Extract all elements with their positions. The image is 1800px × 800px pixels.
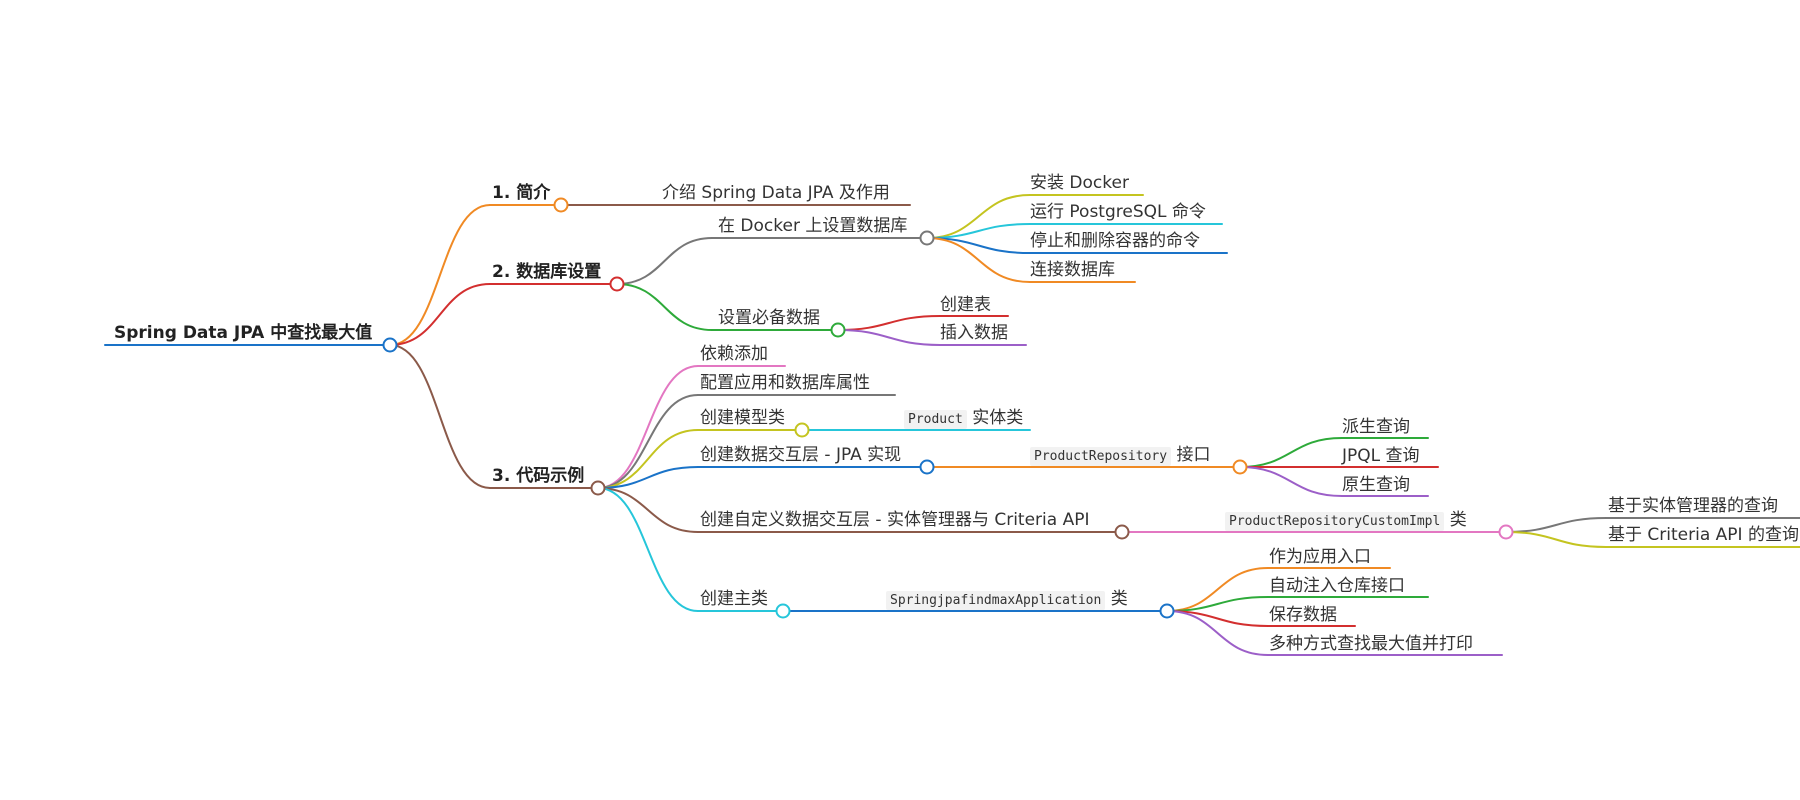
code-product-repository-custom-impl: ProductRepositoryCustomImpl xyxy=(1225,512,1445,531)
connector-model xyxy=(597,429,699,489)
app-class-knob[interactable] xyxy=(1159,603,1175,619)
code-product-repository: ProductRepository xyxy=(1030,447,1172,466)
code-springjpafindmax-application: SpringjpafindmaxApplication xyxy=(886,591,1106,610)
node-jpa-repository-layer[interactable]: 创建数据交互层 - JPA 实现 xyxy=(700,445,902,465)
connector-deps xyxy=(597,365,699,489)
connector-main-child xyxy=(1166,610,1269,656)
topic-code-examples[interactable]: 3. 代码示例 xyxy=(492,466,585,486)
connector-repo xyxy=(597,466,699,489)
node-product-entity[interactable]: Product 实体类 xyxy=(904,408,1023,430)
intro-knob[interactable] xyxy=(553,197,569,213)
node-find-max-print[interactable]: 多种方式查找最大值并打印 xyxy=(1269,634,1473,654)
custom-knob[interactable] xyxy=(1114,524,1130,540)
prepare-data-knob[interactable] xyxy=(830,322,846,338)
code-product: Product xyxy=(904,410,967,429)
node-connect-database[interactable]: 连接数据库 xyxy=(1030,260,1115,280)
node-product-repository[interactable]: ProductRepository 接口 xyxy=(1030,445,1210,467)
node-native-query[interactable]: 原生查询 xyxy=(1342,475,1410,495)
connector-docker-child xyxy=(926,237,1031,283)
node-derived-query[interactable]: 派生查询 xyxy=(1342,417,1410,437)
node-create-table[interactable]: 创建表 xyxy=(940,295,991,315)
label-interface: 接口 xyxy=(1176,445,1211,465)
node-install-docker[interactable]: 安装 Docker xyxy=(1030,173,1129,193)
connector-custom xyxy=(597,487,699,533)
label-main-class: 类 xyxy=(1110,589,1128,609)
label-entity-class: 实体类 xyxy=(972,408,1024,428)
custom-impl-knob[interactable] xyxy=(1498,524,1514,540)
connector-query xyxy=(1239,437,1343,468)
node-run-postgresql[interactable]: 运行 PostgreSQL 命令 xyxy=(1030,202,1206,222)
main-knob[interactable] xyxy=(775,603,791,619)
docker-knob[interactable] xyxy=(919,230,935,246)
connector-code xyxy=(389,344,491,489)
connector-db xyxy=(389,283,491,346)
node-product-repository-custom-impl[interactable]: ProductRepositoryCustomImpl 类 xyxy=(1225,510,1467,532)
connector-main-child xyxy=(1166,567,1269,612)
connector-intro xyxy=(389,204,491,346)
node-criteria-api-query[interactable]: 基于 Criteria API 的查询 xyxy=(1608,525,1799,545)
code-knob[interactable] xyxy=(590,480,606,496)
product-repo-knob[interactable] xyxy=(1232,459,1248,475)
connector-docker xyxy=(616,237,713,285)
root-topic[interactable]: Spring Data JPA 中查找最大值 xyxy=(114,323,373,343)
node-app-entry[interactable]: 作为应用入口 xyxy=(1269,547,1371,567)
topic-database-setup[interactable]: 2. 数据库设置 xyxy=(492,262,602,282)
model-knob[interactable] xyxy=(794,422,810,438)
node-stop-remove-container[interactable]: 停止和删除容器的命令 xyxy=(1030,231,1200,251)
db-knob[interactable] xyxy=(609,276,625,292)
connector-docker-child xyxy=(926,194,1031,239)
repo-knob[interactable] xyxy=(919,459,935,475)
node-entity-manager-query[interactable]: 基于实体管理器的查询 xyxy=(1608,496,1778,516)
node-jpql-query[interactable]: JPQL 查询 xyxy=(1342,446,1420,466)
node-save-data[interactable]: 保存数据 xyxy=(1269,605,1337,625)
node-autowire-repository[interactable]: 自动注入仓库接口 xyxy=(1269,576,1405,596)
connector-main xyxy=(597,487,699,612)
node-docker-setup[interactable]: 在 Docker 上设置数据库 xyxy=(718,216,908,236)
node-custom-repository-layer[interactable]: 创建自定义数据交互层 - 实体管理器与 Criteria API xyxy=(700,510,1090,530)
node-add-dependencies[interactable]: 依赖添加 xyxy=(700,344,768,364)
connector-prepare-data xyxy=(616,283,713,331)
node-create-model[interactable]: 创建模型类 xyxy=(700,408,785,428)
node-configure-properties[interactable]: 配置应用和数据库属性 xyxy=(700,373,870,393)
connector-custom-query xyxy=(1505,517,1607,533)
node-springjpafindmax-application[interactable]: SpringjpafindmaxApplication 类 xyxy=(886,589,1128,611)
connector-data-child xyxy=(837,315,941,331)
label-class: 类 xyxy=(1449,510,1467,530)
root-knob[interactable] xyxy=(382,337,398,353)
node-intro-description[interactable]: 介绍 Spring Data JPA 及作用 xyxy=(662,183,890,203)
connector-config xyxy=(597,394,699,489)
connector-data-child xyxy=(837,329,941,346)
connector-query xyxy=(1239,466,1343,497)
topic-intro[interactable]: 1. 简介 xyxy=(492,183,551,203)
node-insert-data[interactable]: 插入数据 xyxy=(940,323,1008,343)
node-prepare-data[interactable]: 设置必备数据 xyxy=(718,308,820,328)
node-create-main-class[interactable]: 创建主类 xyxy=(700,589,768,609)
connector-custom-query xyxy=(1505,531,1607,548)
